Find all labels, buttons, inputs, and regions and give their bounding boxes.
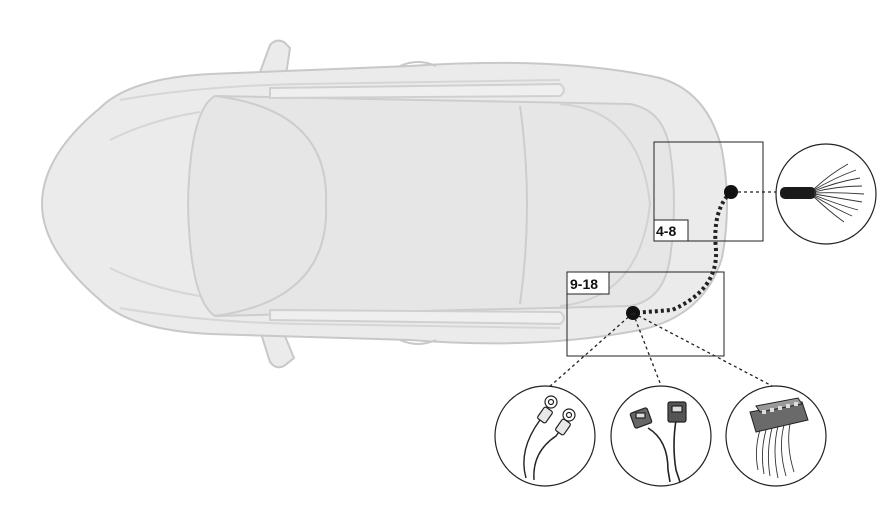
callout-box-rear: 4-8 [653,141,764,242]
detail-circle-plug-connectors [610,385,712,487]
wire-bundle-icon [780,163,865,223]
leader-ring-terminals [547,312,634,389]
windshield [214,95,328,317]
detail-circle-multi-pin [725,385,827,487]
connection-point-rear [724,185,738,199]
callout-box-side: 9-18 [566,271,725,357]
car-top-view [40,39,728,369]
leader-multi-pin [632,312,777,389]
detail-circle-wire-bundle [775,143,877,245]
leader-lines [547,191,778,389]
ring-terminal-icon [523,395,576,481]
cabin-outline [186,94,675,318]
rear-window [519,105,528,305]
callout-label-side: 9-18 [570,276,598,292]
multi-pin-connector-icon [749,397,809,479]
leader-plug-connectors [632,312,663,389]
detail-circle-ring-terminals [494,385,596,487]
plug-connector-icon [629,401,687,483]
callout-label-rear: 4-8 [656,223,676,239]
harness-route [632,190,733,315]
